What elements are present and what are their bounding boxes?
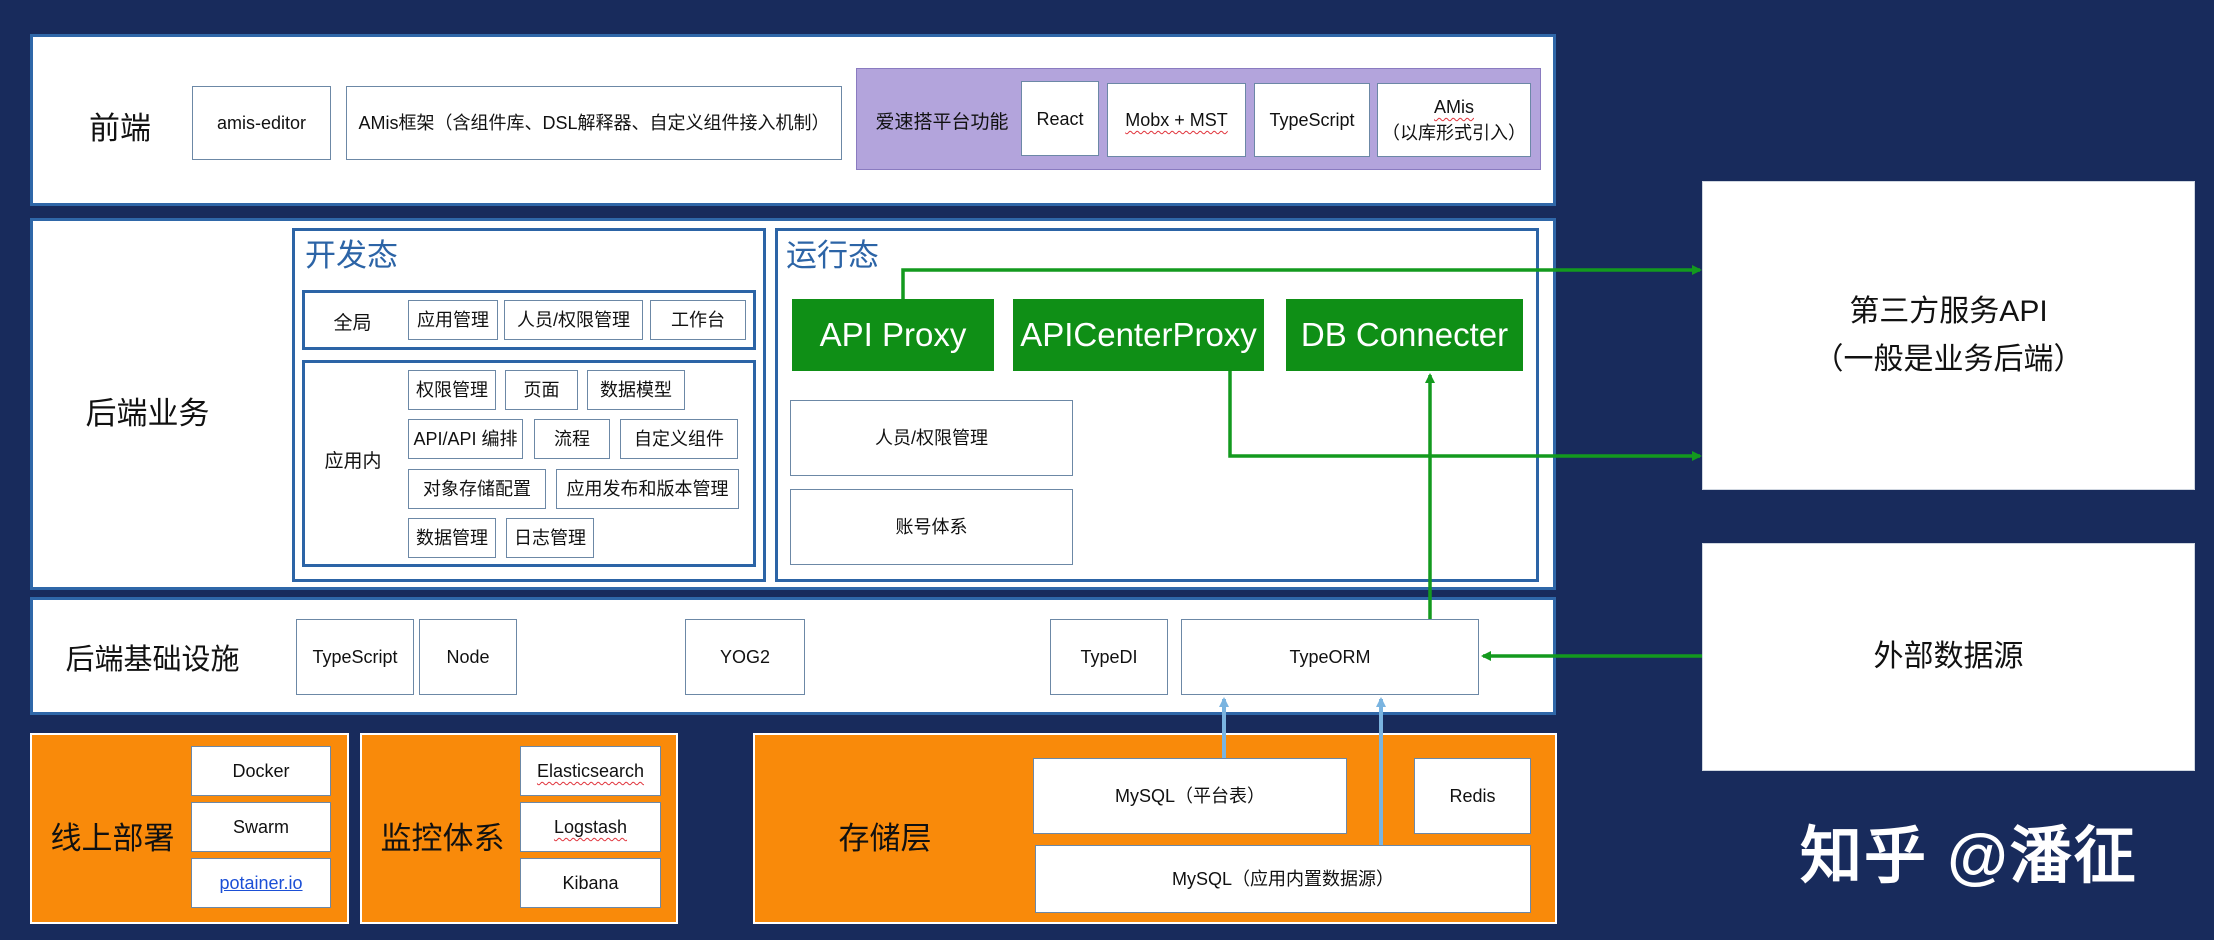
infra-yog2-box: YOG2: [685, 619, 805, 695]
app-item-permission: 权限管理: [408, 370, 496, 410]
db-connecter-box: DB Connecter: [1286, 299, 1523, 371]
infra-node-box: Node: [419, 619, 517, 695]
dev-state-group: [292, 228, 766, 582]
infra-typeorm-box: TypeORM: [1181, 619, 1479, 695]
amis-lib-name: AMis: [1434, 97, 1474, 117]
amis-editor-box: amis-editor: [192, 86, 331, 160]
backend-infra-title: 后端基础设施: [65, 644, 240, 676]
aisuda-platform-label: 爱速搭平台功能: [875, 111, 1009, 133]
global-item-workbench: 工作台: [650, 300, 746, 340]
global-label: 全局: [333, 312, 372, 334]
portainer-link[interactable]: potainer.io: [219, 873, 303, 893]
amis-framework-box: AMis框架（含组件库、DSL解释器、自定义组件接入机制）: [346, 86, 842, 160]
elasticsearch-label: Elasticsearch: [536, 761, 645, 781]
third-party-api-title: 第三方服务API: [1849, 294, 2048, 328]
typescript-frontend-box: TypeScript: [1254, 83, 1370, 157]
app-item-data-management: 数据管理: [408, 518, 496, 558]
third-party-api-note: （一般是业务后端）: [1813, 342, 2084, 376]
in-app-label: 应用内: [324, 450, 382, 472]
infra-typescript-box: TypeScript: [296, 619, 414, 695]
logstash-label: Logstash: [553, 817, 628, 837]
amis-library-box: AMis （以库形式引入）: [1377, 83, 1531, 157]
in-app-group: [302, 360, 756, 567]
monitor-logstash-box: Logstash: [520, 802, 661, 852]
monitor-title: 监控体系: [380, 820, 505, 856]
external-data-source-box: 外部数据源: [1702, 543, 2195, 771]
global-item-user-permission: 人员/权限管理: [504, 300, 643, 340]
account-system-box: 账号体系: [790, 489, 1073, 565]
deploy-portainer-box[interactable]: potainer.io: [191, 858, 331, 908]
backend-business-title: 后端业务: [85, 395, 210, 431]
dev-state-title: 开发态: [305, 238, 398, 273]
global-item-app-management: 应用管理: [408, 300, 498, 340]
deploy-swarm-box: Swarm: [191, 802, 331, 852]
app-item-release-version: 应用发布和版本管理: [556, 469, 739, 509]
mobx-mst-box: Mobx + MST: [1107, 83, 1246, 157]
app-item-data-model: 数据模型: [587, 370, 685, 410]
monitor-kibana-box: Kibana: [520, 858, 661, 908]
zhihu-watermark: 知乎 @潘征: [1800, 822, 2138, 891]
api-proxy-box: API Proxy: [792, 299, 994, 371]
deploy-docker-box: Docker: [191, 746, 331, 796]
redis-box: Redis: [1414, 758, 1531, 834]
react-box: React: [1021, 81, 1099, 156]
infra-typedi-box: TypeDI: [1050, 619, 1168, 695]
app-item-log-management: 日志管理: [506, 518, 594, 558]
app-item-object-storage: 对象存储配置: [408, 469, 546, 509]
runtime-user-permission-box: 人员/权限管理: [790, 400, 1073, 476]
frontend-title: 前端: [89, 110, 151, 146]
runtime-state-title: 运行态: [786, 238, 879, 273]
deploy-title: 线上部署: [50, 820, 175, 856]
app-item-page: 页面: [505, 370, 578, 410]
third-party-api-box: 第三方服务API （一般是业务后端）: [1702, 181, 2195, 490]
amis-lib-note: （以库形式引入）: [1382, 123, 1526, 143]
app-item-api-orchestration: API/API 编排: [408, 419, 523, 459]
app-item-workflow: 流程: [534, 419, 610, 459]
mysql-app-box: MySQL（应用内置数据源）: [1035, 845, 1531, 913]
monitor-elasticsearch-box: Elasticsearch: [520, 746, 661, 796]
external-data-source-label: 外部数据源: [1873, 640, 2024, 673]
app-item-custom-component: 自定义组件: [620, 419, 738, 459]
api-center-proxy-box: APICenterProxy: [1013, 299, 1264, 371]
global-group: [302, 290, 756, 350]
storage-title: 存储层: [838, 820, 932, 856]
mysql-platform-box: MySQL（平台表）: [1033, 758, 1347, 834]
mobx-label: Mobx + MST: [1125, 110, 1228, 130]
